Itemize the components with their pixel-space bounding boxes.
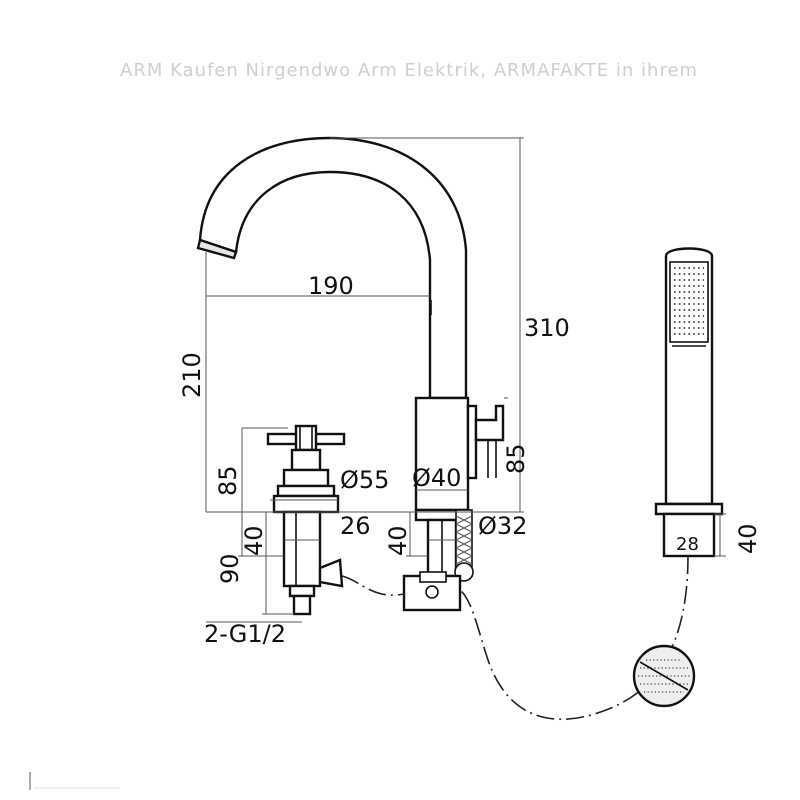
faucet-body <box>402 396 505 612</box>
dim-shank-diameter-left: 26 <box>340 512 371 540</box>
flex-hose <box>454 509 474 582</box>
dim-valve-total: 90 <box>216 553 244 584</box>
hand-shower <box>654 247 724 558</box>
dim-shank-diameter-mid: Ø32 <box>478 512 527 540</box>
dim-handshower-base-width: 28 <box>676 534 699 555</box>
dim-shank-length-left: 40 <box>240 525 268 556</box>
dim-spout-reach: 190 <box>308 272 354 300</box>
dim-handshower-base-height: 40 <box>734 523 762 554</box>
spout <box>196 136 468 400</box>
dim-spout-height: 210 <box>178 352 206 398</box>
dim-handle-height: 85 <box>214 465 242 496</box>
connection-hose <box>341 575 405 596</box>
spray-nozzles <box>674 267 704 335</box>
dim-overall-height: 310 <box>524 314 570 342</box>
dim-handle-diameter: Ø55 <box>340 466 389 494</box>
hose-weight <box>632 644 696 708</box>
dim-body-diameter: Ø40 <box>412 464 461 492</box>
shower-hose <box>459 555 689 721</box>
dim-thread: 2-G1/2 <box>204 620 286 648</box>
dimension-lines <box>205 137 726 623</box>
valve-handle <box>266 424 346 616</box>
dim-body-height: 85 <box>502 443 530 474</box>
dimension-labels: 190 310 210 85 85 Ø55 Ø40 40 26 40 Ø32 9… <box>178 272 762 648</box>
dim-shank-length-mid: 40 <box>384 525 412 556</box>
header-text: ARM Kaufen Nirgendwo Arm Elektrik, ARMAF… <box>120 60 698 81</box>
